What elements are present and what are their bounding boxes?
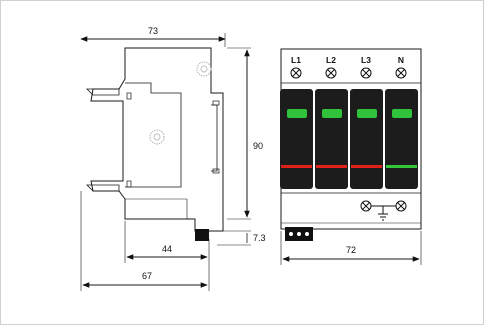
dim-label-width-top: 73 [148,26,158,36]
dim-label-height: 90 [253,141,263,151]
terminal-label-n: N [398,55,404,65]
pe-terminal-screw-icon [395,200,407,212]
terminal-label-l2: L2 [326,55,336,65]
terminal-label-l1: L1 [291,55,301,65]
ground-icon [378,206,388,221]
side-view [80,33,251,291]
status-bar-red [316,165,347,168]
status-bar-red [281,165,312,168]
front-view: L1 L2 L3 N [280,48,422,241]
pe-terminal-screw-icon [360,200,372,212]
indicator-window [287,109,307,118]
screw-icon [196,61,212,77]
status-bar-green [386,165,417,168]
dim-label-front-width: 72 [346,245,356,255]
dim-label-depth-rail: 44 [162,244,172,254]
dim-label-foot: 7.3 [253,233,266,243]
terminal-screw-icon [360,67,372,79]
indicator-window [357,109,377,118]
status-bar-red [351,165,382,168]
screw-icon [149,129,165,145]
terminal-screw-icon [290,67,302,79]
indicator-window [392,109,412,118]
din-clip [195,229,209,241]
terminal-label-l3: L3 [361,55,371,65]
module-l3 [350,89,383,189]
dim-label-depth-bottom: 67 [142,271,152,281]
terminal-screw-icon [395,67,407,79]
module-n [385,89,418,189]
indicator-window [322,109,342,118]
terminal-screw-icon [325,67,337,79]
module-l2 [315,89,348,189]
module-l1 [280,89,313,189]
